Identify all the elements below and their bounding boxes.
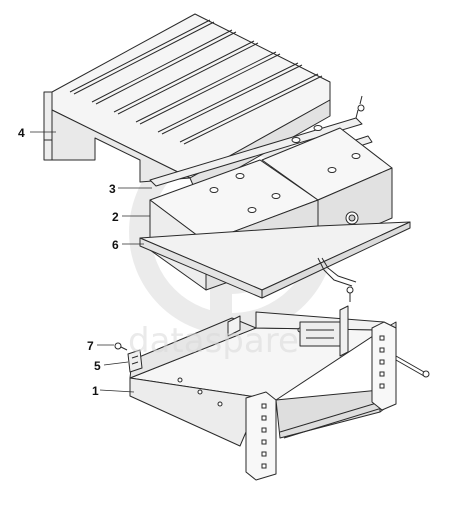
small-bolt <box>114 342 128 351</box>
battery-cover <box>43 13 331 193</box>
callout-3: 3 <box>109 182 116 196</box>
battery-terminals <box>209 125 361 213</box>
watermark-text: dataspare <box>128 321 299 361</box>
callout-5: 5 <box>94 359 101 373</box>
callout-2: 2 <box>112 210 119 224</box>
callout-1: 1 <box>92 384 99 398</box>
callout-4: 4 <box>18 126 25 140</box>
retaining-clip <box>127 349 143 373</box>
callout-6: 6 <box>112 238 119 252</box>
battery-tray-mat <box>139 221 411 299</box>
leader-lines <box>30 131 152 393</box>
battery-pair <box>149 125 393 291</box>
callout-7: 7 <box>87 339 94 353</box>
battery-frame <box>129 286 430 481</box>
